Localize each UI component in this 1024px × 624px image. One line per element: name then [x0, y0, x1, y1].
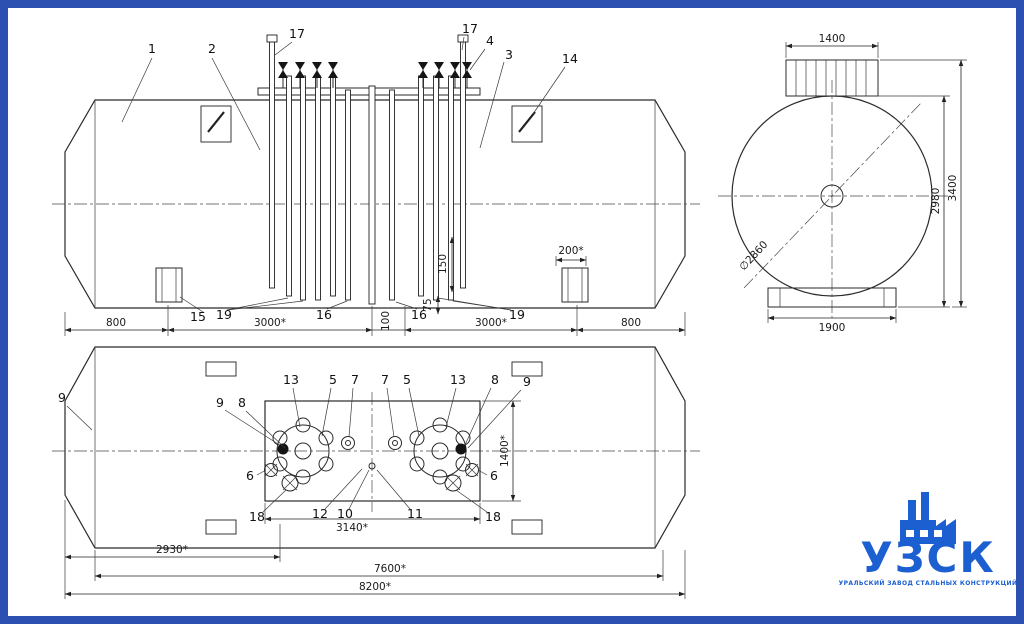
top-view: 9 9 8 13 5 7 7 5 13 8 9 6 6 18 12 10 11 … — [52, 346, 700, 599]
callout-6b: 6 — [490, 468, 498, 483]
plate-top-left — [205, 361, 237, 377]
plate-bottom-left — [205, 519, 237, 535]
callout-16a: 16 — [316, 307, 332, 322]
callout-7b: 7 — [381, 372, 389, 387]
pipes-side — [266, 34, 469, 305]
callout-18a: 18 — [249, 509, 265, 524]
callout-4: 4 — [486, 33, 494, 48]
factory-icon — [900, 492, 956, 544]
callout-19a: 19 — [216, 307, 232, 322]
saddle-support — [767, 287, 897, 308]
flange-cluster-left — [264, 417, 334, 492]
end-platform — [785, 59, 879, 97]
middle-nozzles — [341, 436, 402, 470]
callout-17a: 17 — [289, 26, 305, 41]
dim-3400: 3400 — [947, 175, 959, 202]
plate-bottom-right — [511, 519, 543, 535]
dim-2930: 2930* — [156, 544, 188, 556]
dim-100: 100 — [380, 311, 392, 331]
callout-14: 14 — [562, 51, 578, 66]
dim-1400-group — [785, 42, 879, 58]
callout-8-left: 8 — [238, 395, 246, 410]
callout-15: 15 — [190, 309, 206, 324]
leaders-side — [121, 36, 566, 313]
plate-top-right — [511, 361, 543, 377]
crossed-nozzle — [264, 463, 278, 477]
callout-8b: 8 — [491, 372, 499, 387]
diameter-axis — [743, 101, 923, 289]
dim-2980-group — [838, 95, 950, 308]
dim-7600-group — [94, 550, 664, 581]
dimension-chain-side — [64, 305, 686, 336]
dim-1400-star: 1400* — [499, 435, 511, 467]
callout-9-left: 9 — [216, 395, 224, 410]
callout-6a: 6 — [246, 468, 254, 483]
dim-2980: 2980 — [930, 188, 942, 215]
dim-3140: 3140* — [336, 522, 368, 534]
crossed-nozzle — [444, 474, 462, 492]
callout-5a: 5 — [329, 372, 337, 387]
dim-8200-group — [64, 550, 686, 599]
valves — [278, 62, 472, 88]
flange-cluster-right — [409, 417, 479, 492]
side-view: 1 2 17 17 4 3 14 15 19 16 16 19 800 3000… — [52, 21, 700, 336]
dim-2930-group — [64, 500, 281, 562]
leaders-top — [66, 387, 522, 513]
dim-75: 75 — [422, 298, 434, 311]
callout-7a: 7 — [351, 372, 359, 387]
callout-5b: 5 — [403, 372, 411, 387]
dim-800-left: 800 — [106, 317, 126, 329]
platform-top — [264, 400, 481, 502]
logo-tagline: УРАЛЬСКИЙ ЗАВОД СТАЛЬНЫХ КОНСТРУКЦИЙ — [839, 579, 1018, 587]
callout-1: 1 — [148, 41, 156, 56]
callout-9b: 9 — [523, 374, 531, 389]
dim-1400-top: 1400 — [819, 33, 846, 45]
callout-9-far: 9 — [58, 390, 66, 405]
callout-17b: 17 — [462, 21, 478, 36]
callout-19b: 19 — [509, 307, 525, 322]
dim-1900-group — [767, 309, 897, 323]
dim-200-group — [555, 256, 587, 266]
callout-18b: 18 — [485, 509, 501, 524]
callout-13a: 13 — [283, 372, 299, 387]
crossed-nozzle — [281, 474, 299, 492]
support-left — [155, 267, 183, 303]
callout-2: 2 — [208, 41, 216, 56]
dim-1900: 1900 — [819, 322, 846, 334]
dim-3140-group — [264, 503, 481, 524]
dim-7600: 7600* — [374, 563, 406, 575]
dim-3400-group — [880, 59, 967, 308]
callout-3: 3 — [505, 47, 513, 62]
company-logo: УЗСК УРАЛЬСКИЙ ЗАВОД СТАЛЬНЫХ КОНСТРУКЦИ… — [839, 492, 1018, 587]
dim-800-right: 800 — [621, 317, 641, 329]
dim-8200: 8200* — [359, 581, 391, 593]
dim-3000-left: 3000* — [254, 317, 286, 329]
plate-right — [511, 105, 543, 143]
logo-name: УЗСК — [860, 533, 995, 582]
dim-150: 150 — [437, 254, 449, 274]
support-right — [561, 267, 589, 303]
dim-3000-right: 3000* — [475, 317, 507, 329]
plate-left — [200, 105, 232, 143]
dim-200: 200* — [558, 245, 583, 257]
dim-1400-star-group — [482, 400, 521, 502]
callout-16b: 16 — [411, 307, 427, 322]
callout-13b: 13 — [450, 372, 466, 387]
end-view: 1400 1900 2980 3400 ∅2860 — [718, 33, 967, 334]
